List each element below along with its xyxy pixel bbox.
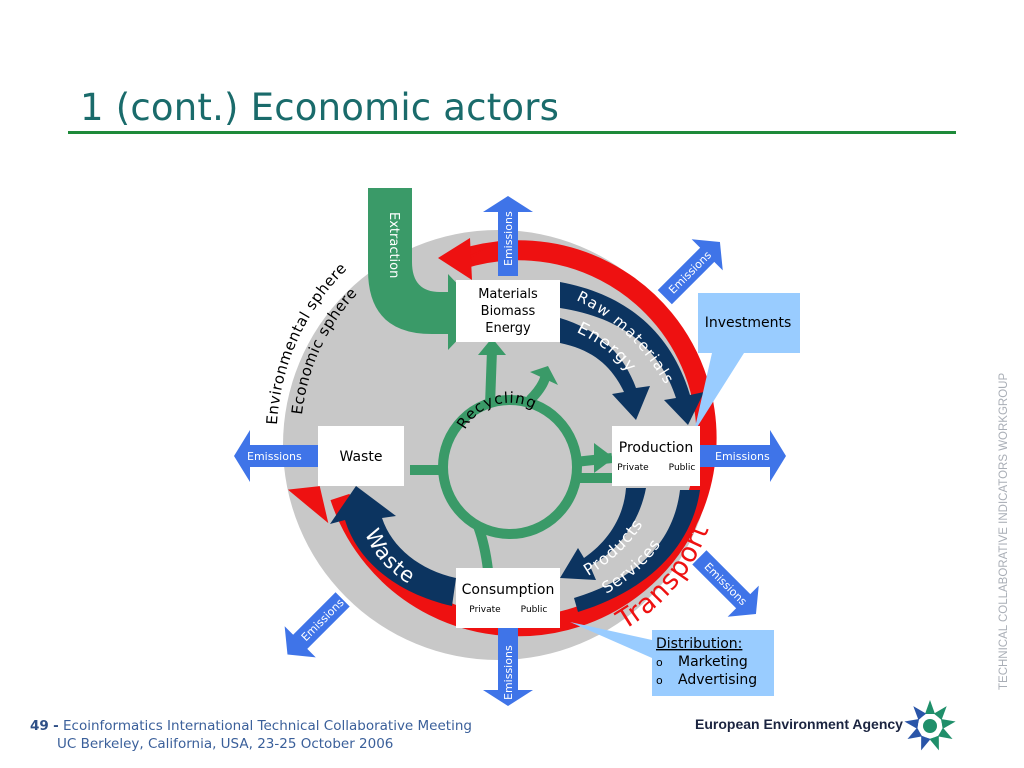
emissions-label: Emissions	[666, 248, 714, 296]
page-number: 49	[30, 718, 49, 734]
footer-line-1: 49 - Ecoinformatics International Techni…	[30, 717, 472, 735]
consumption-private-label: Private	[469, 605, 501, 615]
recycling-arrowheads	[478, 338, 614, 473]
footer: 49 - Ecoinformatics International Techni…	[30, 717, 472, 753]
agency-name: European Environment Agency	[695, 716, 903, 732]
emissions-arrow-left: Emissions	[234, 430, 318, 482]
investments-label: Investments	[705, 315, 792, 331]
production-public-label: Public	[669, 463, 696, 473]
distribution-bullet: o	[656, 656, 663, 669]
emissions-label: Emissions	[247, 450, 302, 463]
emissions-label: Emissions	[502, 211, 515, 266]
production-label: Production	[619, 440, 693, 456]
title-underline	[68, 131, 956, 134]
consumption-node: Consumption Private Public	[456, 568, 560, 628]
extraction-label: Extraction	[386, 212, 401, 278]
consumption-label: Consumption	[462, 582, 555, 598]
emissions-label: Emissions	[502, 645, 515, 700]
slide-title: 1 (cont.) Economic actors	[80, 86, 560, 129]
emissions-arrow-top: Emissions	[483, 196, 533, 276]
production-private-label: Private	[617, 463, 649, 473]
emissions-label: Emissions	[701, 560, 749, 608]
materials-node: Materials Biomass Energy	[456, 280, 560, 342]
consumption-public-label: Public	[521, 605, 548, 615]
materials-label: Materials	[478, 287, 538, 302]
meeting-location: UC Berkeley, California, USA, 23-25 Octo…	[57, 736, 394, 752]
waste-label: Waste	[340, 449, 383, 465]
energy-label: Energy	[485, 321, 531, 336]
emissions-arrow-right: Emissions	[700, 430, 786, 482]
emissions-arrow-bottom: Emissions	[483, 628, 533, 706]
investments-callout: Investments	[694, 293, 800, 432]
footer-separator: -	[53, 718, 59, 734]
flow-arrows	[330, 282, 704, 612]
emissions-label: Emissions	[299, 596, 347, 644]
workgroup-sidebar-text: TECHNICAL COLLABORATIVE INDICATORS WORKG…	[998, 372, 1010, 690]
extraction-arrow: Extraction	[368, 188, 484, 350]
distribution-item-advertising: Advertising	[678, 672, 757, 688]
biomass-label: Biomass	[481, 304, 536, 319]
distribution-bullet: o	[656, 674, 663, 687]
production-node: Production Private Public	[612, 426, 700, 486]
distribution-item-marketing: Marketing	[678, 654, 748, 670]
recycling-loop	[410, 349, 613, 571]
emissions-arrow-bottom-left: Emissions	[284, 592, 350, 658]
distribution-title: Distribution:	[656, 636, 742, 652]
distribution-callout: Distribution: o Marketing o Advertising	[570, 622, 774, 696]
waste-node: Waste	[318, 426, 404, 486]
emissions-label: Emissions	[715, 450, 770, 463]
meeting-name: Ecoinformatics International Technical C…	[63, 718, 472, 734]
eea-logo-icon	[904, 700, 956, 751]
